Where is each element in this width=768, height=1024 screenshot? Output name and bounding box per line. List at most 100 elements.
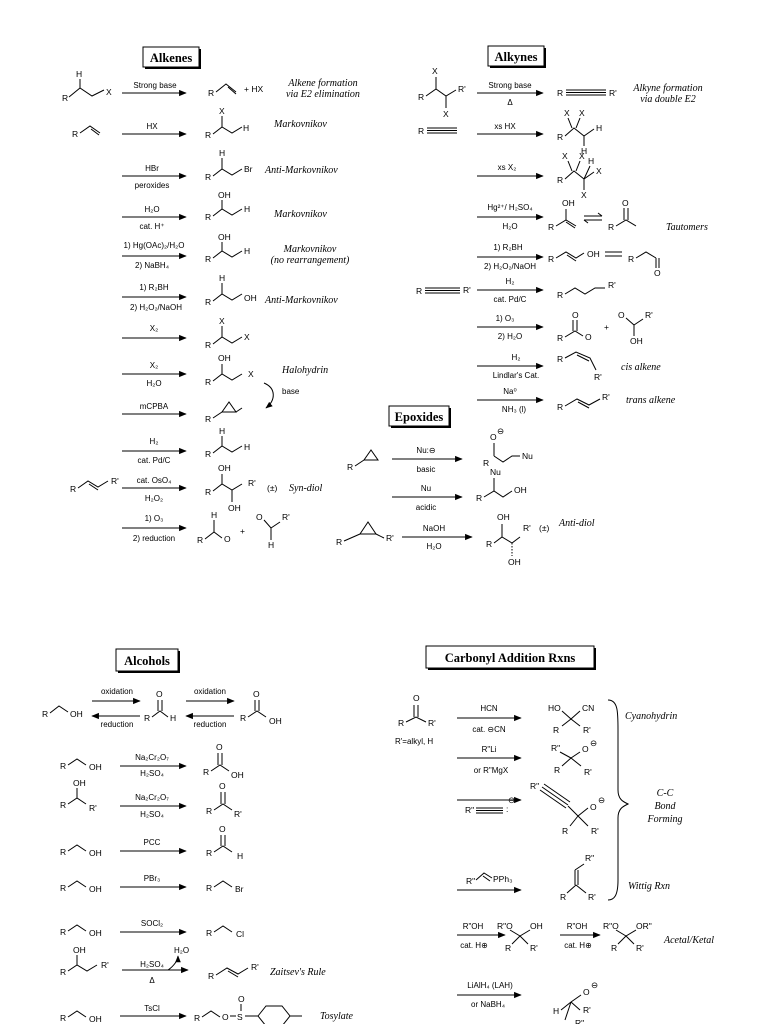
svg-text:H: H <box>243 123 249 133</box>
svg-text:Br: Br <box>235 884 244 894</box>
svg-text:R: R <box>416 286 422 296</box>
svg-text:H₂: H₂ <box>506 277 515 286</box>
svg-text:O: O <box>256 512 263 522</box>
svg-text:O: O <box>413 693 420 703</box>
svg-text:O: O <box>585 332 592 342</box>
svg-text:H: H <box>237 851 243 861</box>
svg-text:Nu: Nu <box>421 484 431 493</box>
svg-text:Anti-diol: Anti-diol <box>558 518 595 529</box>
svg-text:OH: OH <box>269 716 282 726</box>
svg-text:via E2 elimination: via E2 elimination <box>286 89 360 100</box>
svg-text:R': R' <box>584 767 592 777</box>
svg-text:Halohydrin: Halohydrin <box>281 365 328 376</box>
svg-text:NH₃ (l): NH₃ (l) <box>502 405 526 414</box>
alkene-rxn-halogenation: X₂ R X X <box>122 316 250 350</box>
svg-text:O: O <box>590 802 597 812</box>
svg-text:mCPBA: mCPBA <box>140 402 169 411</box>
carbonyl-rxn-cyanohydrin: HCN cat. ⊖CN HO CN R R' Cyanohydrin <box>457 703 677 735</box>
svg-text:O: O <box>253 689 260 699</box>
svg-text:trans alkene: trans alkene <box>626 395 676 406</box>
svg-text:Lindlar's Cat.: Lindlar's Cat. <box>493 371 539 380</box>
svg-text:OH: OH <box>70 709 83 719</box>
svg-text:Na₂Cr₂O₇: Na₂Cr₂O₇ <box>135 753 169 762</box>
svg-text:H₂O: H₂O <box>146 379 161 388</box>
svg-text:H₂O: H₂O <box>144 205 159 214</box>
svg-text:+ HX: + HX <box>244 84 263 94</box>
svg-text:X₂: X₂ <box>150 324 158 333</box>
svg-text:Bond: Bond <box>654 801 676 812</box>
svg-text:R": R" <box>465 805 474 815</box>
svg-text:basic: basic <box>417 465 436 474</box>
svg-text:Tosylate: Tosylate <box>320 1011 354 1022</box>
svg-text:R: R <box>70 484 76 494</box>
svg-text:H: H <box>219 148 225 158</box>
svg-text:reduction: reduction <box>194 720 227 729</box>
svg-text:Cyanohydrin: Cyanohydrin <box>625 711 677 722</box>
svg-text:R: R <box>60 761 66 771</box>
svg-text:OH: OH <box>89 928 102 938</box>
svg-text:Markovnikov: Markovnikov <box>283 244 337 255</box>
svg-text:R: R <box>548 222 554 232</box>
svg-text:H₂O₂: H₂O₂ <box>145 494 163 503</box>
svg-text:X: X <box>562 151 568 161</box>
svg-text:R: R <box>72 129 78 139</box>
svg-text:R: R <box>194 1013 200 1023</box>
svg-text:R': R' <box>608 280 616 290</box>
svg-text:or NaBH₄: or NaBH₄ <box>471 1000 505 1009</box>
svg-text:R"OH: R"OH <box>463 922 484 931</box>
svg-text:R': R' <box>111 476 119 486</box>
svg-text:R: R <box>205 212 211 222</box>
svg-text:R: R <box>206 883 212 893</box>
svg-text:O: O <box>572 310 579 320</box>
svg-text:Alkynes: Alkynes <box>494 50 537 64</box>
alkene-rxn-oxymercuration: 1) Hg(OAc)₂/H₂O 2) NaBH₄ R OH H Markovni… <box>122 232 350 270</box>
svg-text:1) O₃: 1) O₃ <box>145 514 164 523</box>
svg-text:O: O <box>583 987 590 997</box>
svg-text:R: R <box>611 943 617 953</box>
alkene-rxn-hbr: HBr peroxides R H Br Anti-Markovnikov <box>122 148 338 190</box>
alkyne-rxn-double-e2: R X X R' Strong base Δ R R' Alkyne forma… <box>418 66 703 119</box>
svg-text:HBr: HBr <box>145 164 159 173</box>
svg-text:R: R <box>208 88 214 98</box>
alkyne-rxn-hydroboration: 1) R₂BH 2) H₂O₂/NaOH R OH R O <box>477 243 661 278</box>
svg-text:R: R <box>418 126 424 136</box>
alkene-rxn-syn-dihydroxylation: R R' cat. OsO₄ H₂O₂ R OH OH R' (±) Syn-d… <box>70 463 323 513</box>
svg-text:Alcohols: Alcohols <box>124 654 170 668</box>
svg-text:Anti-Markovnikov: Anti-Markovnikov <box>264 295 338 306</box>
svg-text:O: O <box>654 268 661 278</box>
svg-text:R: R <box>206 806 212 816</box>
svg-text:H: H <box>581 146 587 156</box>
svg-text:R': R' <box>594 372 602 382</box>
alcohol-rxn-ox-red: R OH oxidation reduction R O H oxidation… <box>42 687 282 729</box>
svg-text:Nu: Nu <box>522 451 533 461</box>
svg-text:X: X <box>443 109 449 119</box>
svg-text:R"O: R"O <box>497 921 513 931</box>
svg-text:R: R <box>398 718 404 728</box>
svg-text:Strong base: Strong base <box>133 81 177 90</box>
svg-text:R': R' <box>386 533 394 543</box>
svg-text:R: R <box>206 928 212 938</box>
svg-text:X: X <box>106 87 112 97</box>
svg-text:R: R <box>205 487 211 497</box>
svg-text:R': R' <box>89 803 97 813</box>
svg-text:OH: OH <box>508 557 521 567</box>
heading-alkenes: Alkenes <box>142 46 201 69</box>
svg-text:R: R <box>42 709 48 719</box>
carbonyl-rxn-wittig: R" PPh₃ R" R R' Wittig Rxn <box>457 853 670 902</box>
svg-text:O: O <box>490 432 497 442</box>
svg-text:R: R <box>205 414 211 424</box>
svg-text:OH: OH <box>530 921 543 931</box>
carbonyl-bracket: C-C Bond Forming <box>607 699 683 901</box>
svg-text:oxidation: oxidation <box>101 687 133 696</box>
svg-text:R: R <box>557 354 563 364</box>
svg-text:1) R₂BH: 1) R₂BH <box>493 243 523 252</box>
svg-text:(±): (±) <box>267 483 277 493</box>
svg-text:X: X <box>596 166 602 176</box>
carbonyl-rxn-acetylide: R" : ⊖ R" O ⊖ R R' <box>457 781 605 836</box>
svg-text:R"O: R"O <box>603 921 619 931</box>
svg-text:OH: OH <box>218 463 231 473</box>
svg-text:R: R <box>347 462 353 472</box>
svg-text:R': R' <box>530 943 538 953</box>
svg-text:R": R" <box>466 876 475 886</box>
svg-text:OR": OR" <box>636 921 652 931</box>
